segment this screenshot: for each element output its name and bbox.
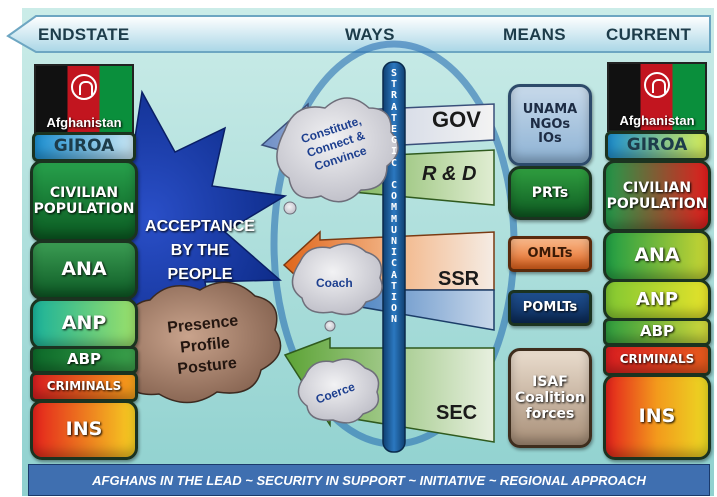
sc-letter: G xyxy=(390,135,398,147)
means-prts-box: PRTs xyxy=(508,166,592,220)
acceptance-line3: PEOPLE xyxy=(167,266,233,283)
left-civilian-box: CIVILIAN POPULATION xyxy=(30,160,138,242)
right-ana-box: ANA xyxy=(603,230,711,282)
right-emblem-icon xyxy=(644,72,670,98)
left-ins-box: INS xyxy=(30,400,138,460)
right-flag-label: Afghanistan xyxy=(619,113,695,128)
cloud-coach xyxy=(291,243,383,316)
sc-letter: M xyxy=(390,202,398,214)
sc-letter: O xyxy=(390,303,398,315)
sc-letter: O xyxy=(390,191,398,203)
left-anp-box: ANP xyxy=(30,298,138,350)
sc-letter: C xyxy=(390,157,398,169)
left-abp-box: ABP xyxy=(30,346,138,374)
cloud-bubble-1 xyxy=(283,201,297,215)
sc-letter: T xyxy=(390,112,398,124)
means-isaf-line3: forces xyxy=(525,406,575,423)
means-unama-box: UNAMA NGOs IOs xyxy=(508,84,592,166)
right-ins-box: INS xyxy=(603,374,711,460)
sc-letter: M xyxy=(390,213,398,225)
left-giroa-box: GIROA xyxy=(32,132,136,162)
left-emblem-icon xyxy=(71,74,97,100)
header-means: MEANS xyxy=(503,25,566,44)
cloud-bubble-2 xyxy=(324,320,336,332)
left-afghan-flag: Afghanistan xyxy=(34,64,134,134)
acceptance-line1: ACCEPTANCE xyxy=(145,218,255,235)
sc-letter: N xyxy=(390,314,398,326)
sc-letter: I xyxy=(390,146,398,158)
cloud-coach-text: Coach xyxy=(316,276,353,290)
means-unama-line2: NGOs xyxy=(529,116,571,132)
sc-letter: T xyxy=(390,280,398,292)
right-abp-box: ABP xyxy=(603,318,711,346)
sc-letter xyxy=(391,169,397,180)
right-civilian-line1: CIVILIAN xyxy=(622,179,692,196)
left-criminals-box: CRIMINALS xyxy=(30,372,138,402)
means-pomlts-box: POMLTs xyxy=(508,290,592,326)
sc-letter: S xyxy=(390,68,398,79)
right-afghan-flag: Afghanistan xyxy=(607,62,707,132)
means-unama-line3: IOs xyxy=(538,131,562,147)
left-flag-label: Afghanistan xyxy=(46,115,122,130)
right-giroa-box: GIROA xyxy=(605,131,709,161)
means-omlts-box: OMLTs xyxy=(508,236,592,272)
rd-label: R & D xyxy=(422,163,477,185)
sc-letter: C xyxy=(390,258,398,270)
ssr-label: SSR xyxy=(438,268,480,290)
cloud-coerce xyxy=(297,358,380,424)
header-current: CURRENT xyxy=(606,25,692,44)
sc-letter: T xyxy=(390,79,398,91)
sc-letter: A xyxy=(390,269,398,281)
left-ana-box: ANA xyxy=(30,240,138,300)
sc-letter: I xyxy=(390,292,398,304)
sc-letter: E xyxy=(390,124,398,136)
sc-letter: R xyxy=(390,90,398,102)
sec-label: SEC xyxy=(436,402,478,424)
right-civilian-line2: POPULATION xyxy=(606,196,708,212)
gov-label: GOV xyxy=(432,107,481,132)
header-ways: WAYS xyxy=(345,25,395,44)
left-civilian-line1: CIVILIAN xyxy=(49,184,119,201)
acceptance-text: ACCEPTANCE BY THE PEOPLE xyxy=(130,215,270,287)
header-arrow xyxy=(6,15,711,53)
means-isaf-line2: Coalition xyxy=(514,389,585,406)
left-civilian-line2: POPULATION xyxy=(33,201,135,217)
means-isaf-box: ISAF Coalition forces xyxy=(508,348,592,448)
right-civilian-box: CIVILIAN POPULATION xyxy=(603,160,711,232)
cloud-constitute xyxy=(276,97,399,203)
presence-text: Presence Profile Posture xyxy=(142,308,268,383)
footer-banner: AFGHANS IN THE LEAD ~ SECURITY IN SUPPOR… xyxy=(28,464,710,496)
sc-letter: C xyxy=(390,180,398,192)
sc-letter: A xyxy=(390,101,398,113)
sc-letter: U xyxy=(390,224,398,236)
sc-letter: N xyxy=(390,236,398,248)
header-endstate: ENDSTATE xyxy=(38,25,130,44)
right-anp-box: ANP xyxy=(603,279,711,321)
means-isaf-line1: ISAF xyxy=(532,373,568,390)
acceptance-line2: BY THE xyxy=(170,242,230,259)
sc-letter: I xyxy=(390,247,398,259)
right-criminals-box: CRIMINALS xyxy=(603,344,711,376)
means-unama-line1: UNAMA xyxy=(522,101,578,117)
